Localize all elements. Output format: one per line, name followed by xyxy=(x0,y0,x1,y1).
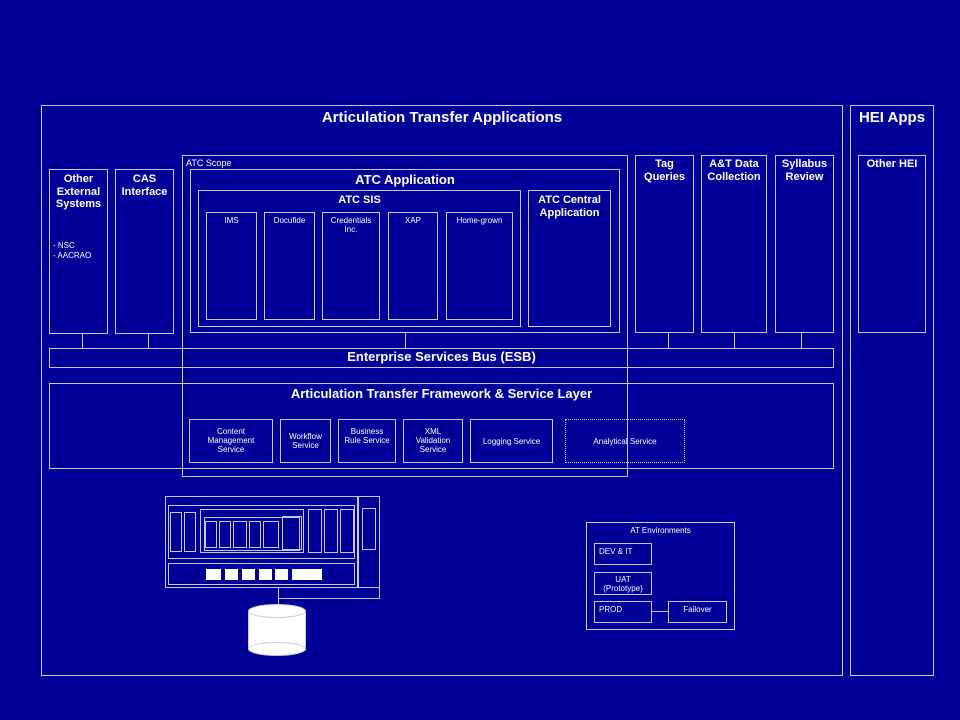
env-prod-failover-link xyxy=(652,611,668,612)
database-top xyxy=(248,604,306,618)
atc-application-box xyxy=(190,169,620,333)
rack-side-unit xyxy=(358,496,380,588)
rack-blade-6 xyxy=(282,516,302,550)
framework-title: Articulation Transfer Framework & Servic… xyxy=(290,386,593,401)
atc-central-title: ATC Central Application xyxy=(538,194,601,219)
service-content-management-box xyxy=(189,419,273,463)
rack-slot-5 xyxy=(340,509,354,553)
atc-sis-title: ATC SIS xyxy=(338,194,381,206)
connector-cas xyxy=(148,333,149,348)
atc-sis-box xyxy=(198,190,521,327)
at-environments-box xyxy=(586,522,735,630)
tag-queries-box xyxy=(635,155,694,333)
rack-link-vertical-left xyxy=(278,588,279,608)
rack-blade-4 xyxy=(249,521,261,548)
atc-application-title: ATC Application xyxy=(355,172,455,187)
rack-drive-1 xyxy=(206,569,221,580)
service-analytical-box xyxy=(565,419,685,463)
rack-lower-panel xyxy=(168,563,355,585)
tag-queries-title: Tag Queries xyxy=(644,158,685,183)
rack-slot-3 xyxy=(308,509,322,553)
service-business-rule-label: Business Rule Service xyxy=(344,427,390,446)
rack-slot-4 xyxy=(324,509,338,553)
env-uat-label: UAT (Prototype) xyxy=(603,575,643,594)
other-external-box xyxy=(49,169,108,334)
ata-title: Articulation Transfer Applications xyxy=(321,109,563,126)
at-data-collection-box xyxy=(701,155,767,333)
rack-blade-5 xyxy=(263,521,279,548)
service-analytical-label: Analytical Service xyxy=(593,437,657,446)
rack-center-inner xyxy=(204,517,300,551)
connector-atc xyxy=(405,333,406,348)
at-data-collection-title: A&T Data Collection xyxy=(707,158,761,183)
syllabus-review-title: Syllabus Review xyxy=(781,158,828,183)
hei-container xyxy=(850,105,934,676)
atc-central-box xyxy=(528,190,611,327)
rack-center-frame xyxy=(200,509,304,553)
service-content-management-label: Content Management Service xyxy=(207,427,255,455)
atc-scope-label: ATC Scope xyxy=(186,158,232,168)
vendor-xap-label: XAP xyxy=(404,216,421,225)
rack-drive-5 xyxy=(275,569,288,580)
cas-interface-title: CAS Interface xyxy=(121,173,168,198)
other-external-title: Other External Systems xyxy=(55,173,102,211)
vendor-docufide-label: Docufide xyxy=(273,216,306,225)
rack-slot-2 xyxy=(184,512,196,552)
vendor-ims-box xyxy=(206,212,257,320)
vendor-credentials-label: Credentials Inc. xyxy=(330,216,372,235)
env-dev-label: DEV & IT xyxy=(599,547,633,556)
service-logging-label: Logging Service xyxy=(482,437,541,446)
other-hei-box xyxy=(858,155,926,333)
connector-tag-queries xyxy=(668,333,669,348)
rack-blade-2 xyxy=(219,521,231,548)
rack-side-unit-slot xyxy=(362,508,376,550)
rack-drive-6 xyxy=(292,569,322,580)
rack-blade-1 xyxy=(205,521,217,548)
connector-data-collection xyxy=(734,333,735,348)
connector-syllabus xyxy=(801,333,802,348)
env-failover-box xyxy=(668,601,727,623)
syllabus-review-box xyxy=(775,155,834,333)
env-prod-label: PROD xyxy=(599,605,623,614)
other-hei-label: Other HEI xyxy=(866,158,918,170)
other-external-item-nsc: - NSC xyxy=(53,241,75,250)
rack-slot-1 xyxy=(170,512,182,552)
env-prod-box xyxy=(594,601,652,623)
rack-link-vertical-right xyxy=(379,588,380,599)
vendor-homegrown-box xyxy=(446,212,513,320)
vendor-credentials-box xyxy=(322,212,380,320)
service-xml-validation-label: XML Validation Service xyxy=(415,427,451,455)
other-external-item-aacrao: - AACRAO xyxy=(53,251,92,260)
service-workflow-box xyxy=(280,419,331,463)
database-bottom xyxy=(248,642,306,656)
service-workflow-label: Workflow Service xyxy=(289,432,322,451)
rack-drive-4 xyxy=(259,569,272,580)
hei-title: HEI Apps xyxy=(858,109,926,126)
vendor-docufide-box xyxy=(264,212,315,320)
vendor-ims-label: IMS xyxy=(224,216,239,225)
rack-blade-3 xyxy=(233,521,247,548)
service-logging-box xyxy=(470,419,553,463)
env-dev-box xyxy=(594,543,652,565)
esb-bar xyxy=(49,348,834,368)
env-uat-box xyxy=(594,572,652,595)
rack-link-horizontal xyxy=(278,598,380,599)
framework-box xyxy=(49,383,834,469)
atc-scope-box xyxy=(182,155,628,477)
service-business-rule-box xyxy=(338,419,396,463)
vendor-homegrown-label: Home-grown xyxy=(456,216,503,225)
rack-drive-2 xyxy=(225,569,238,580)
service-xml-validation-box xyxy=(403,419,463,463)
cas-interface-box xyxy=(115,169,174,334)
at-environments-title: AT Environments xyxy=(630,526,691,535)
ata-container xyxy=(41,105,843,676)
rack-outer xyxy=(165,496,358,588)
rack-drive-3 xyxy=(242,569,255,580)
vendor-xap-box xyxy=(388,212,438,320)
connector-other-external xyxy=(82,333,83,348)
env-failover-label: Failover xyxy=(683,605,712,614)
esb-title: Enterprise Services Bus (ESB) xyxy=(347,349,536,364)
rack-upper-panel xyxy=(168,505,355,559)
